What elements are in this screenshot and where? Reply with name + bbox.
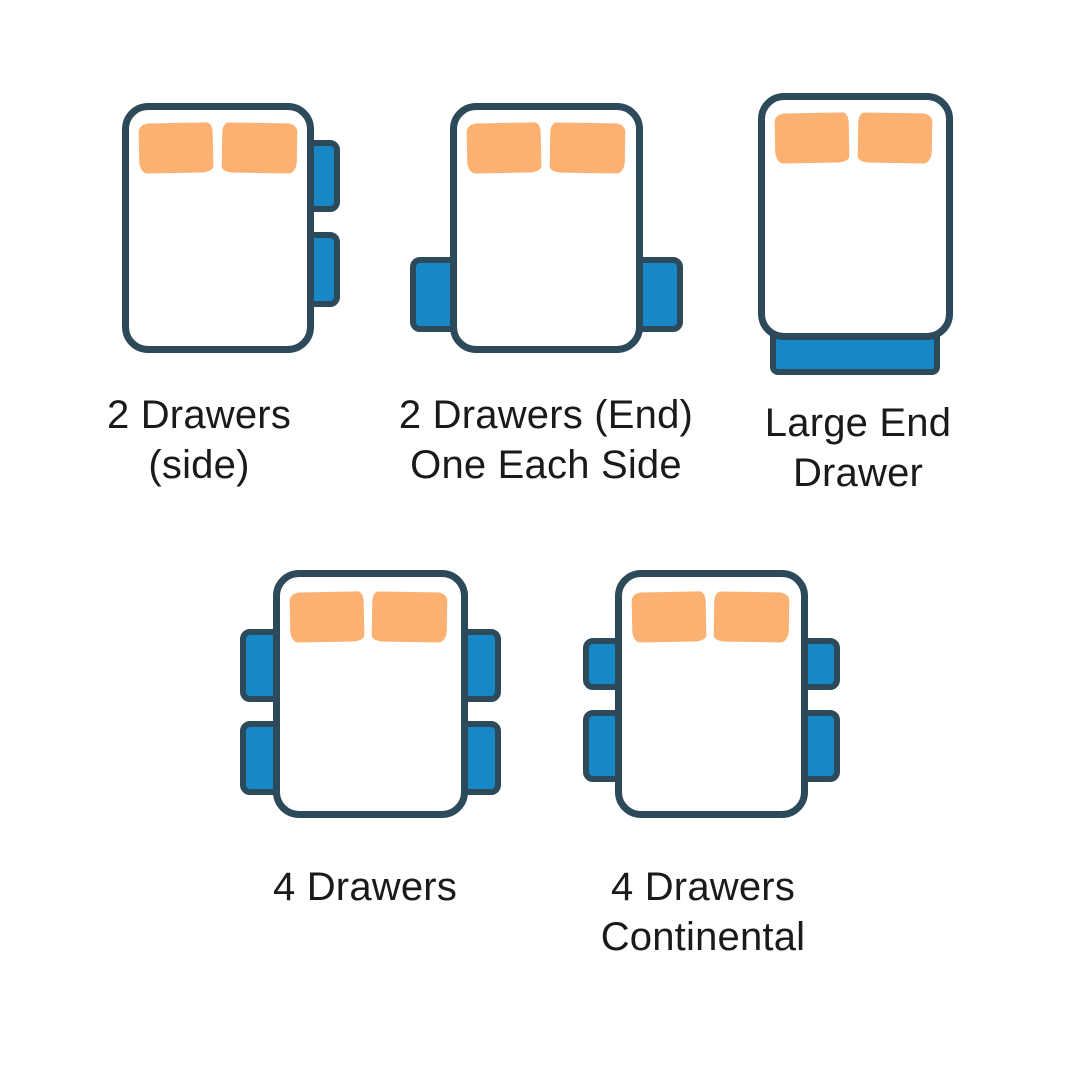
- label-2-drawers-end: 2 Drawers (End) One Each Side: [386, 390, 706, 490]
- pillow-left-icon: [774, 112, 850, 164]
- pillow-right-icon: [221, 122, 298, 174]
- pillow-left-icon: [138, 122, 214, 174]
- label-line: Large End: [764, 401, 952, 445]
- bed-diagram-2-drawers-side: [122, 103, 340, 353]
- label-line: 2 Drawers (End): [398, 393, 694, 437]
- label-line: Drawer: [792, 451, 924, 495]
- pillow-left-icon: [466, 122, 542, 174]
- pillow-left-icon: [631, 591, 707, 643]
- label-line: One Each Side: [410, 443, 682, 487]
- label-4-drawers: 4 Drawers: [215, 862, 515, 912]
- bed-diagram-large-end-drawer: [758, 93, 953, 377]
- bed-diagram-2-drawers-end: [410, 103, 683, 353]
- label-4-drawers-continental: 4 Drawers Continental: [553, 862, 853, 962]
- bed-diagram-4-drawers: [240, 570, 501, 818]
- pillow-right-icon: [857, 112, 933, 164]
- label-line: 2 Drawers: [106, 393, 292, 437]
- bed-diagram-4-drawers-continental: [583, 570, 840, 818]
- pillow-right-icon: [713, 591, 790, 643]
- pillow-right-icon: [371, 591, 448, 643]
- label-large-end-drawer: Large End Drawer: [708, 398, 1008, 498]
- label-line: 4 Drawers: [272, 865, 458, 909]
- pillow-right-icon: [549, 122, 626, 174]
- label-line: Continental: [600, 915, 806, 959]
- label-line: 4 Drawers: [610, 865, 796, 909]
- label-2-drawers-side: 2 Drawers (side): [58, 390, 340, 490]
- pillow-left-icon: [289, 591, 365, 643]
- label-line: (side): [148, 443, 250, 487]
